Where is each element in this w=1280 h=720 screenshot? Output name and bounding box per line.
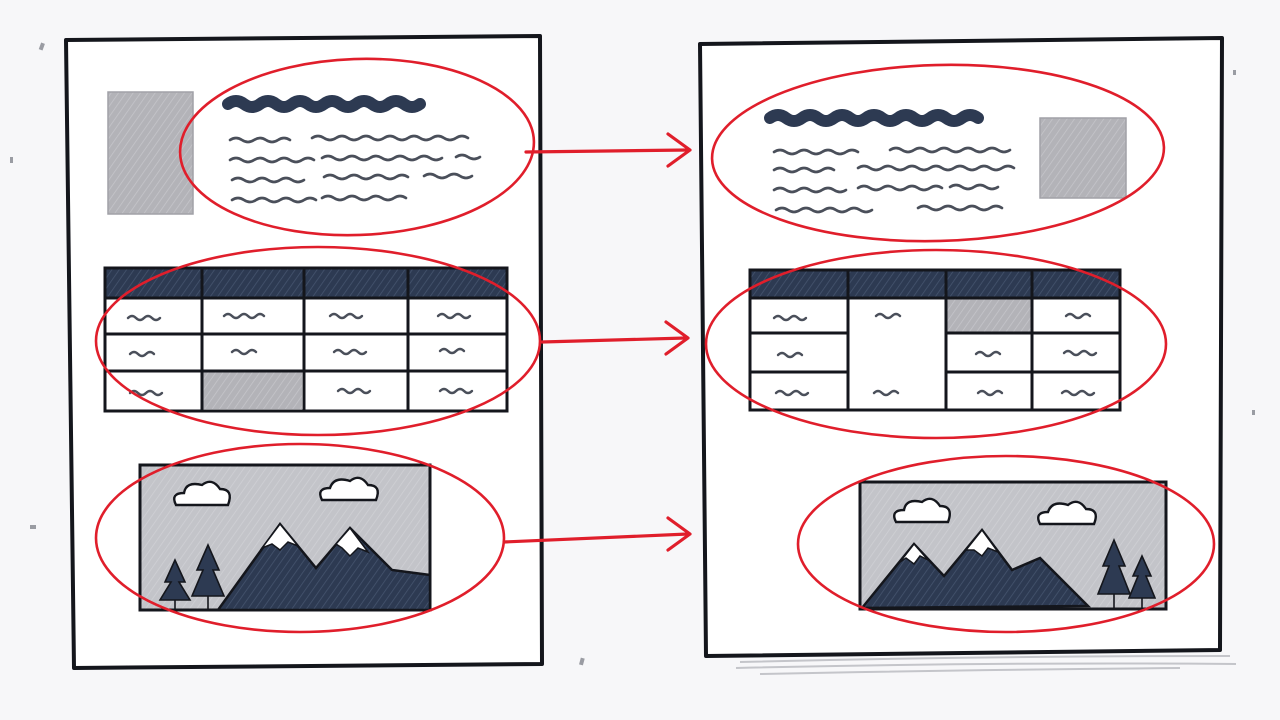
- target-table-highlight: [704, 248, 1168, 440]
- landscape-image-icon: [858, 480, 1168, 611]
- highlighted-cell: [202, 371, 302, 409]
- right-arrow-icon: [524, 132, 692, 168]
- table-block: [103, 266, 509, 413]
- pine-tree-icon: [158, 543, 226, 610]
- body-text-lines: [772, 146, 1016, 214]
- image-placeholder: [1039, 117, 1127, 199]
- cloud-icon: [173, 480, 231, 507]
- original-page: [64, 34, 544, 670]
- cloud-icon: [1037, 500, 1097, 526]
- table-header-row: [750, 270, 1120, 298]
- target-image-highlight: [796, 454, 1216, 634]
- heading-line: [222, 95, 426, 113]
- table-cell-text: [772, 312, 1098, 397]
- reflowed-page: [698, 36, 1237, 675]
- cloud-icon: [893, 497, 951, 524]
- pine-tree-icon: [1096, 537, 1157, 608]
- landscape-image-icon: [138, 463, 432, 612]
- source-text-highlight: [178, 57, 536, 237]
- target-text-highlight: [710, 63, 1166, 243]
- table-grid: [748, 268, 1122, 412]
- right-arrow-icon: [540, 320, 690, 356]
- cloud-icon: [319, 476, 379, 502]
- table-header-row: [105, 268, 507, 298]
- source-table-highlight: [94, 245, 542, 437]
- pencil-marks: [10, 42, 1255, 666]
- right-arrow-icon: [502, 516, 692, 552]
- source-image-highlight: [94, 442, 506, 634]
- highlighted-cell: [946, 298, 1032, 332]
- text-block: [764, 109, 1127, 214]
- transform-arrows: [502, 132, 692, 552]
- page-shadow: [735, 655, 1237, 675]
- highlight-ellipses: [94, 57, 1216, 634]
- table-cell-text: [126, 312, 474, 397]
- table-block: [748, 268, 1122, 412]
- body-text-lines: [228, 134, 482, 204]
- heading-line: [764, 109, 984, 127]
- table-grid: [103, 266, 509, 413]
